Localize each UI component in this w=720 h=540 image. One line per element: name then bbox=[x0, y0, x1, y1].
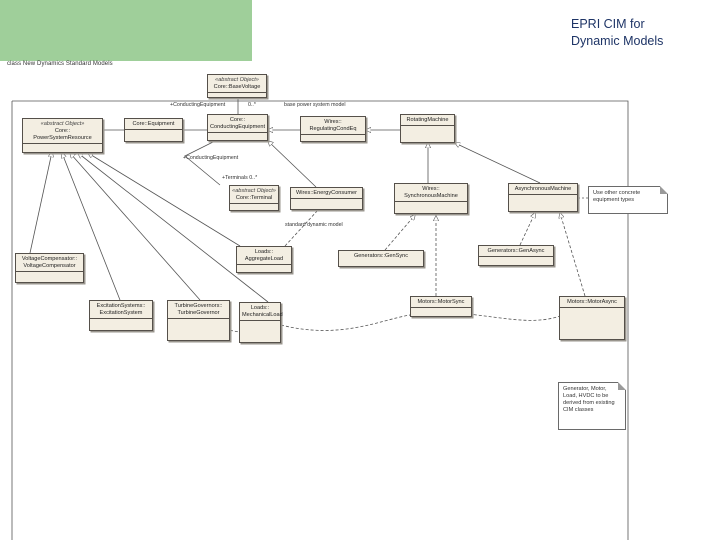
note-async: Use other concrete equipment types bbox=[588, 186, 668, 214]
label-conducting-role2: +ConductingEquipment bbox=[183, 155, 239, 161]
gen-turbine-psr bbox=[70, 153, 201, 301]
slide-title: EPRI CIM for Dynamic Models bbox=[571, 16, 711, 50]
class-voltcomp-attr: VoltageCompensator bbox=[23, 263, 76, 269]
class-voltage-compensator[interactable]: VoltageCompensator::VoltageCompensator bbox=[15, 253, 84, 283]
class-genasync-name: Generators::GenAsync bbox=[487, 248, 545, 254]
class-excitation-system[interactable]: ExcitationSystems::ExcitationSystem bbox=[89, 300, 153, 331]
class-voltcomp-name: VoltageCompensator:: bbox=[21, 256, 78, 262]
class-terminal[interactable]: «abstract Object»Core::Terminal bbox=[229, 185, 279, 211]
class-aggregate-load[interactable]: Loads::AggregateLoad bbox=[236, 246, 292, 273]
gen-excitation-psr bbox=[62, 153, 121, 301]
class-regulating-cond-eq[interactable]: Wires::RegulatingCondEq bbox=[300, 116, 366, 142]
class-turbine-name: TurbineGovernors:: bbox=[174, 303, 223, 309]
class-regulating-name: RegulatingCondEq bbox=[309, 126, 357, 132]
class-base-voltage-stereotype: «abstract Object» bbox=[215, 77, 259, 83]
gen-mechload-psr bbox=[78, 153, 269, 303]
frame-top-border bbox=[12, 100, 629, 540]
class-motor-sync[interactable]: Motors::MotorSync bbox=[410, 296, 472, 317]
note-bottom: Generator, Motor, Load, HVDC to be deriv… bbox=[558, 382, 626, 430]
class-gen-sync[interactable]: Generators::GenSync bbox=[338, 250, 424, 267]
class-rotating-machine[interactable]: RotatingMachine bbox=[400, 114, 455, 143]
gen-voltcomp-psr bbox=[29, 152, 52, 254]
class-aggload-stereotype: Loads:: bbox=[254, 249, 274, 255]
gen-consumer-conducting bbox=[268, 141, 317, 188]
note-async-text: Use other concrete equipment types bbox=[593, 190, 641, 203]
class-regulating-stereotype: Wires:: bbox=[324, 119, 342, 125]
class-motorasync-name: Motors::MotorAsync bbox=[567, 299, 617, 305]
class-conducting-stereotype: Core:: bbox=[229, 117, 246, 123]
assoc-terminal-conducting bbox=[184, 140, 221, 186]
class-excitation-name: ExcitationSystems:: bbox=[96, 303, 146, 309]
label-multiplicity: 0..* bbox=[248, 102, 256, 108]
class-consumer-name: Wires::EnergyConsumer bbox=[296, 190, 357, 196]
gen-async-rotating bbox=[455, 143, 541, 184]
class-terminal-stereotype: «abstract Object» bbox=[232, 188, 276, 194]
class-base-voltage-name: Core::BaseVoltage bbox=[213, 84, 261, 90]
class-psr-attr: PowerSystemResource bbox=[33, 135, 92, 141]
class-async-name: AsynchronousMachine bbox=[514, 186, 572, 192]
slide-title-line2: Dynamic Models bbox=[571, 34, 664, 48]
class-equipment-name: Core::Equipment bbox=[132, 121, 175, 127]
class-turbine-attr: TurbineGovernor bbox=[177, 310, 220, 316]
class-power-system-resource[interactable]: «abstract Object»Core::PowerSystemResour… bbox=[22, 118, 103, 153]
class-turbine-governor[interactable]: TurbineGovernors::TurbineGovernor bbox=[167, 300, 230, 341]
class-energy-consumer[interactable]: Wires::EnergyConsumer bbox=[290, 187, 363, 210]
class-motor-async[interactable]: Motors::MotorAsync bbox=[559, 296, 625, 340]
class-base-voltage[interactable]: «abstract Object»Core::BaseVoltage bbox=[207, 74, 267, 98]
class-mechload-name: MechanicalLoad bbox=[242, 312, 283, 318]
class-sync-name: SynchronousMachine bbox=[404, 193, 458, 199]
class-asynchronous-machine[interactable]: AsynchronousMachine bbox=[508, 183, 578, 212]
label-conducting-role: +ConductingEquipment bbox=[170, 102, 226, 108]
class-mechload-stereotype: Loads:: bbox=[250, 305, 270, 311]
dep-aggload-consumer bbox=[284, 209, 319, 247]
class-sync-stereotype: Wires:: bbox=[422, 186, 440, 192]
class-terminal-name: Core::Terminal bbox=[235, 195, 273, 201]
class-synchronous-machine[interactable]: Wires::SynchronousMachine bbox=[394, 183, 468, 214]
class-conducting-name: ConductingEquipment bbox=[210, 124, 266, 130]
class-psr-name: Core:: bbox=[54, 128, 71, 134]
class-mechanical-load[interactable]: Loads::MechanicalLoad bbox=[239, 302, 283, 343]
class-gen-async[interactable]: Generators::GenAsync bbox=[478, 245, 554, 266]
class-equipment[interactable]: Core::Equipment bbox=[124, 118, 183, 142]
class-motorsync-name: Motors::MotorSync bbox=[417, 299, 465, 305]
class-conducting-equipment[interactable]: Core::ConductingEquipment bbox=[207, 114, 268, 141]
diagram-tab: class New Dynamics Standard Models bbox=[7, 61, 113, 67]
label-base-model: base power system model bbox=[284, 102, 346, 108]
class-psr-stereotype: «abstract Object» bbox=[40, 121, 85, 127]
class-excitation-attr: ExcitationSystem bbox=[99, 310, 143, 316]
dep-genasync-async bbox=[519, 213, 535, 246]
header-color-block bbox=[0, 0, 252, 61]
label-terminals-role: +Terminals 0..* bbox=[222, 175, 258, 181]
dep-gensync-sync bbox=[384, 215, 415, 251]
class-gensync-name: Generators::GenSync bbox=[353, 253, 409, 259]
class-rotating-name: RotatingMachine bbox=[406, 117, 449, 123]
slide-title-line1: EPRI CIM for bbox=[571, 17, 645, 31]
dep-motorasync-async bbox=[560, 213, 586, 297]
class-aggload-name: AggregateLoad bbox=[244, 256, 284, 262]
note-bottom-text: Generator, Motor, Load, HVDC to be deriv… bbox=[563, 386, 615, 413]
gen-aggload-psr bbox=[88, 153, 241, 247]
label-standard-model: standard dynamic model bbox=[285, 222, 343, 228]
